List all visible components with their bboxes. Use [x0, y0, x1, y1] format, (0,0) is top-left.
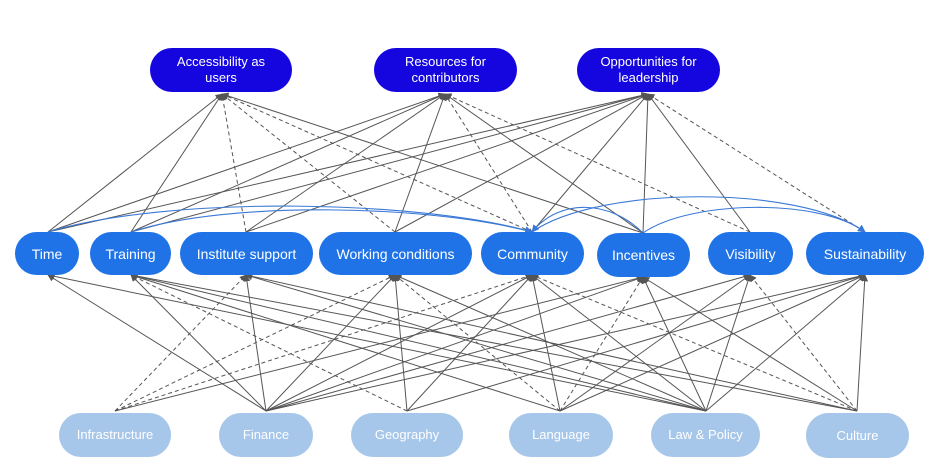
edge-finance-to-community: [265, 274, 533, 412]
edge-institute-to-r: [245, 93, 446, 233]
edge-language-to-incentives: [559, 276, 644, 412]
edge-working-to-r: [394, 93, 447, 233]
edge-training-to-community: [130, 209, 533, 234]
node-incentives: Incentives: [597, 233, 690, 277]
edge-working-to-a: [221, 93, 396, 233]
edge-institute-to-a: [219, 93, 247, 233]
edge-incentives-to-a: [221, 92, 644, 234]
node-finance: Finance: [219, 413, 313, 457]
edge-law-to-time: [47, 272, 707, 412]
edge-finance-to-sustainability: [265, 272, 866, 412]
node-working-conditions: Working conditions: [319, 232, 472, 275]
edge-geography-to-working: [392, 274, 408, 412]
edge-law-to-incentives: [642, 276, 707, 412]
edge-law-to-institute: [245, 273, 707, 412]
edge-training-to-a: [130, 93, 223, 233]
node-opportunities-for-leadership: Opportunities for leadership: [577, 48, 720, 92]
edge-law-to-community: [531, 274, 707, 412]
edge-law-to-training: [130, 273, 707, 412]
node-resources-for-contributors: Resources for contributors: [374, 48, 517, 92]
edge-time-to-r: [47, 92, 446, 233]
node-culture: Culture: [806, 413, 909, 458]
node-language: Language: [509, 413, 613, 457]
edge-sustainability-to-o: [647, 93, 866, 233]
node-training: Training: [90, 232, 171, 275]
node-law-and-policy: Law & Policy: [651, 413, 760, 457]
edge-incentives-to-o: [642, 93, 652, 234]
edge-finance-to-training: [130, 274, 267, 412]
edge-culture-to-training: [130, 272, 858, 412]
edge-infrastructure-to-community: [114, 273, 533, 412]
node-geography: Geography: [351, 413, 463, 457]
edge-incentives-to-sustainability: [642, 206, 866, 234]
edge-culture-to-visibility: [749, 274, 858, 412]
edge-visibility-to-o: [647, 93, 751, 233]
edge-time-to-o: [47, 92, 649, 233]
edge-finance-to-visibility: [265, 273, 751, 412]
node-infrastructure: Infrastructure: [59, 413, 171, 457]
edge-community-to-sustainability: [531, 196, 866, 233]
edge-geography-to-sustainability: [406, 273, 866, 412]
edge-law-to-sustainability: [705, 274, 866, 412]
edge-culture-to-incentives: [642, 276, 858, 412]
edge-community-to-r: [444, 93, 533, 233]
edge-culture-to-sustainability: [856, 274, 869, 412]
edge-language-to-community: [529, 274, 561, 412]
edge-institute-to-o: [245, 92, 649, 233]
edge-time-to-community: [47, 205, 533, 234]
node-sustainability: Sustainability: [806, 232, 924, 275]
edge-training-to-o: [130, 92, 649, 233]
edge-time-to-a: [47, 93, 223, 233]
edge-geography-to-community: [406, 274, 533, 412]
node-accessibility-as-users: Accessibility as users: [150, 48, 292, 92]
edge-law-to-visibility: [705, 274, 752, 412]
edge-infrastructure-to-institute: [114, 274, 247, 412]
edge-incentives-to-r: [444, 93, 644, 234]
edge-finance-to-time: [47, 274, 267, 412]
edge-finance-to-institute: [243, 274, 267, 412]
node-time: Time: [15, 232, 79, 275]
edge-finance-to-working: [265, 274, 396, 412]
edge-language-to-visibility: [559, 274, 751, 412]
edge-community-to-a: [221, 93, 533, 233]
edge-culture-to-institute: [245, 272, 858, 412]
edge-community-to-o: [531, 93, 649, 233]
node-institute-support: Institute support: [180, 232, 313, 275]
node-visibility: Visibility: [708, 232, 793, 275]
edge-finance-to-incentives: [265, 275, 644, 412]
edge-incentives-to-community: [531, 206, 644, 234]
edge-infrastructure-to-incentives: [114, 275, 644, 412]
edge-language-to-training: [130, 273, 561, 412]
edge-training-to-r: [130, 93, 446, 233]
edge-culture-to-community: [531, 274, 858, 412]
edge-working-to-o: [394, 93, 649, 233]
edge-geography-to-training: [130, 274, 408, 412]
node-community: Community: [481, 232, 584, 275]
